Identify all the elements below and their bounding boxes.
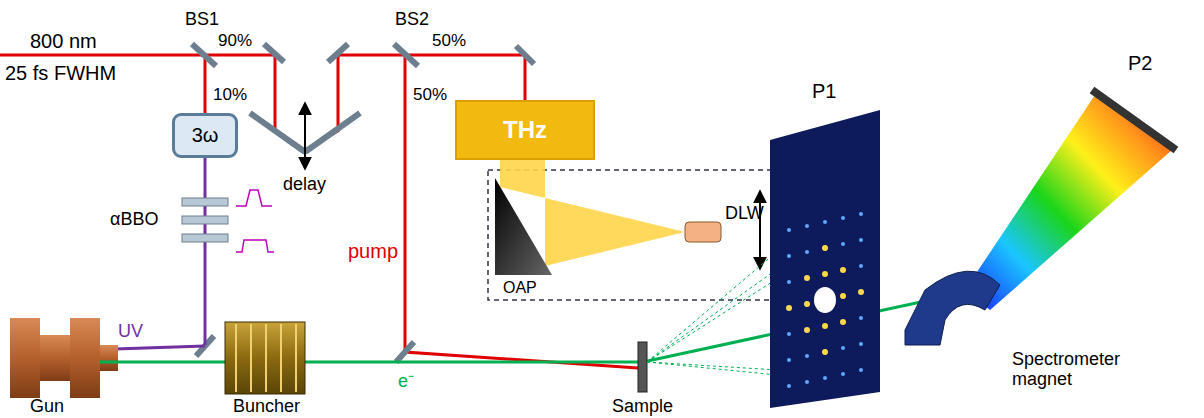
diffraction-spot	[787, 228, 791, 232]
diffraction-spot	[840, 267, 846, 273]
diffraction-spot	[859, 212, 863, 216]
diffraction-spot	[840, 293, 846, 299]
label: e⁻	[398, 372, 414, 392]
buncher-rib	[280, 324, 282, 392]
diffraction-spot	[787, 332, 791, 336]
delay-arrow	[304, 104, 306, 168]
screen-p1	[770, 110, 880, 408]
diffraction-spot	[805, 380, 809, 384]
label: DLW	[725, 204, 764, 224]
diffraction-spot	[858, 289, 864, 295]
label: 90%	[218, 32, 252, 51]
diffraction-spot	[859, 238, 863, 242]
label: Buncher	[233, 397, 300, 417]
label: Gun	[30, 397, 64, 417]
diffraction-spot	[859, 264, 863, 268]
diffraction-spot	[787, 280, 791, 284]
diffraction-spot	[823, 220, 827, 224]
diffraction-spot	[841, 346, 845, 350]
abbo-plates	[182, 198, 228, 242]
label: P1	[812, 80, 836, 102]
diffraction-spots	[786, 212, 864, 388]
pulse-trace	[236, 190, 274, 252]
spectrometer-magnet	[905, 271, 1000, 345]
diffraction-spot	[822, 323, 828, 329]
diffraction-spot	[804, 301, 810, 307]
diffraction-spot	[859, 316, 863, 320]
diffraction-spot	[787, 358, 791, 362]
diffraction-spot	[841, 372, 845, 376]
diffraction-spot	[859, 342, 863, 346]
buncher-rib	[250, 324, 252, 392]
label: 50%	[432, 32, 466, 51]
diffraction-spot	[804, 275, 810, 281]
node-text: 3ω	[192, 124, 219, 147]
oap-mirror	[495, 178, 552, 275]
sample	[638, 342, 647, 392]
label: αBBO	[110, 210, 158, 230]
diffraction-spot	[804, 327, 810, 333]
buncher-rib	[295, 324, 297, 392]
diffraction-spot	[822, 245, 828, 251]
diffraction-spot	[805, 250, 809, 254]
diffraction-spot	[841, 242, 845, 246]
diffraction-spot	[822, 271, 828, 277]
buncher-rib	[235, 324, 237, 392]
diffraction-spot	[841, 216, 845, 220]
label: P2	[1128, 52, 1152, 74]
label: pump	[348, 240, 398, 262]
thz-source-box: THz	[455, 100, 595, 160]
label: 10%	[213, 86, 247, 105]
buncher-rib	[265, 324, 267, 392]
label: Spectrometer magnet	[1012, 350, 1142, 390]
diffraction-spot	[823, 376, 827, 380]
label: 50%	[413, 86, 447, 105]
uv-path	[25, 158, 205, 352]
diffraction-spot	[840, 319, 846, 325]
node-text: THz	[503, 116, 547, 144]
diffraction-spot	[859, 368, 863, 372]
harmonic-generator-box: 3ω	[172, 113, 238, 158]
diffraction-spot	[787, 254, 791, 258]
diffraction-spot	[822, 349, 828, 355]
label: UV	[118, 322, 143, 342]
diffraction-spot	[805, 224, 809, 228]
label: 800 nm	[30, 30, 97, 52]
mirror	[192, 44, 534, 362]
diffraction-spot	[787, 384, 791, 388]
diffraction-spot	[805, 354, 809, 358]
label: BS2	[395, 10, 429, 30]
beam-hole	[814, 287, 836, 313]
label: Sample	[612, 397, 673, 417]
buncher	[225, 322, 305, 394]
label: 25 fs FWHM	[5, 62, 116, 84]
label: delay	[283, 175, 326, 195]
dlw	[685, 222, 721, 242]
label: OAP	[503, 279, 537, 297]
screen-p2	[1092, 90, 1176, 150]
diffraction-spot	[786, 305, 792, 311]
electron-gun	[10, 318, 118, 398]
label: BS1	[185, 10, 219, 30]
